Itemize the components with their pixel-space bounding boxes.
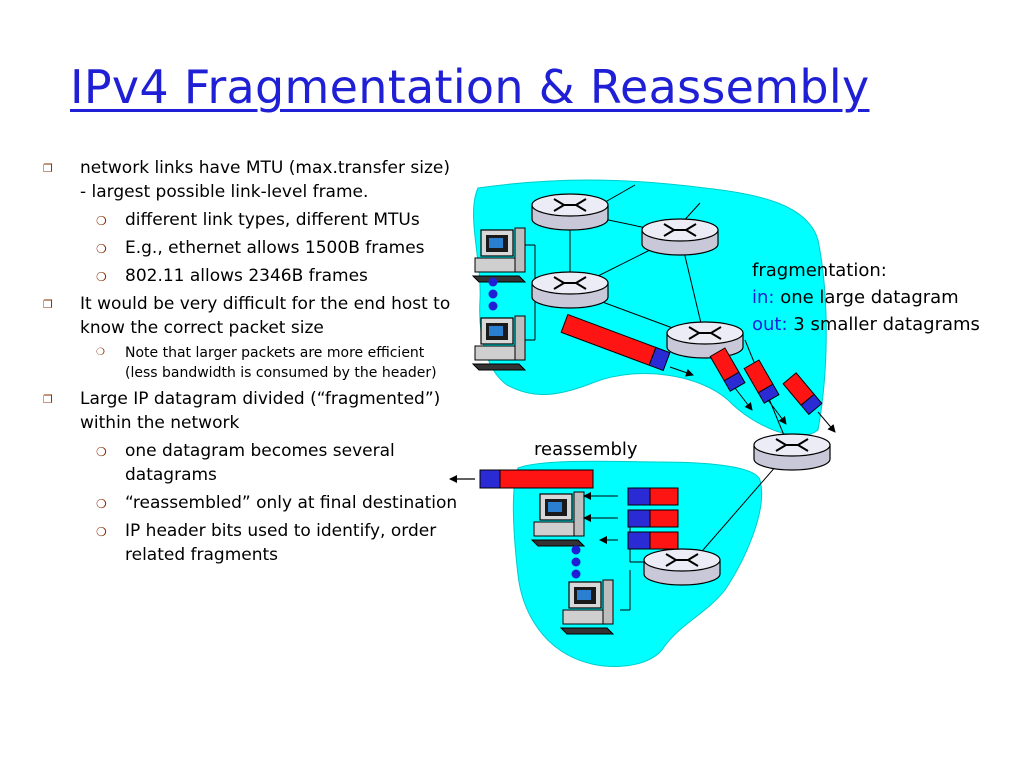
bullet-text: Note that larger packets are more effici… <box>125 345 437 381</box>
router-icon <box>531 193 609 231</box>
circle-bullet-icon: ❍ <box>96 347 105 358</box>
router-icon <box>666 321 744 359</box>
bullet-text: Large IP datagram divided (“fragmented”)… <box>80 389 441 433</box>
bullet-text: network links have MTU (max.transfer siz… <box>80 158 450 202</box>
bullet-list: ❐ network links have MTU (max.transfer si… <box>40 152 460 567</box>
circle-bullet-icon: ❍ <box>96 497 107 511</box>
bullet-reassembled: ❍ “reassembled” only at final destination <box>40 491 460 515</box>
circle-bullet-icon: ❍ <box>96 445 107 459</box>
fragment-2 <box>743 359 780 404</box>
bullet-text: It would be very difficult for the end h… <box>80 294 451 338</box>
router-icon <box>643 548 721 586</box>
in-text: one large datagram <box>780 287 959 308</box>
router-icon <box>531 271 609 309</box>
fragmentation-out-line: out: 3 smaller datagrams <box>752 314 980 335</box>
bullet-80211: ❍ 802.11 allows 2346B frames <box>40 264 460 288</box>
page-title: IPv4 Fragmentation & Reassembly <box>70 60 870 114</box>
bullet-text: “reassembled” only at final destination <box>125 493 458 513</box>
bullet-efficiency: ❍ Note that larger packets are more effic… <box>40 343 460 383</box>
ellipsis-dots <box>488 277 581 579</box>
arriving-fragments <box>627 487 679 550</box>
router-icon <box>753 433 831 471</box>
square-bullet-icon: ❐ <box>43 298 53 311</box>
bullet-text: 802.11 allows 2346B frames <box>125 266 368 286</box>
circle-bullet-icon: ❍ <box>96 242 107 256</box>
fragmentation-label: fragmentation: <box>752 260 887 281</box>
bullet-link-types: ❍ different link types, different MTUs <box>40 208 460 232</box>
out-label: out: <box>752 314 788 335</box>
bullet-ethernet: ❍ E.g., ethernet allows 1500B frames <box>40 236 460 260</box>
bullet-text: E.g., ethernet allows 1500B frames <box>125 238 425 258</box>
reassembled-datagram <box>479 469 594 489</box>
bullet-text: one datagram becomes several datagrams <box>125 441 395 485</box>
circle-bullet-icon: ❍ <box>96 525 107 539</box>
circle-bullet-icon: ❍ <box>96 270 107 284</box>
square-bullet-icon: ❐ <box>43 162 53 175</box>
fragment-1 <box>709 347 746 392</box>
bullet-mtu: ❐ network links have MTU (max.transfer si… <box>40 156 460 204</box>
bullet-text: IP header bits used to identify, order r… <box>125 521 437 565</box>
reassembly-label: reassembly <box>534 439 638 460</box>
large-datagram <box>560 313 671 372</box>
circle-bullet-icon: ❍ <box>96 214 107 228</box>
square-bullet-icon: ❐ <box>43 393 53 406</box>
bullet-text: different link types, different MTUs <box>125 210 420 230</box>
bullet-fragmented: ❐ Large IP datagram divided (“fragmented”… <box>40 387 460 435</box>
fragmentation-in-line: in: one large datagram <box>752 287 959 308</box>
bullet-end-host: ❐ It would be very difficult for the end … <box>40 292 460 340</box>
in-label: in: <box>752 287 775 308</box>
fragment-3 <box>782 372 823 416</box>
bullet-several: ❍ one datagram becomes several datagrams <box>40 439 460 487</box>
bullet-header-bits: ❍ IP header bits used to identify, order … <box>40 519 460 567</box>
out-text: 3 smaller datagrams <box>793 314 980 335</box>
router-icon <box>641 218 719 256</box>
